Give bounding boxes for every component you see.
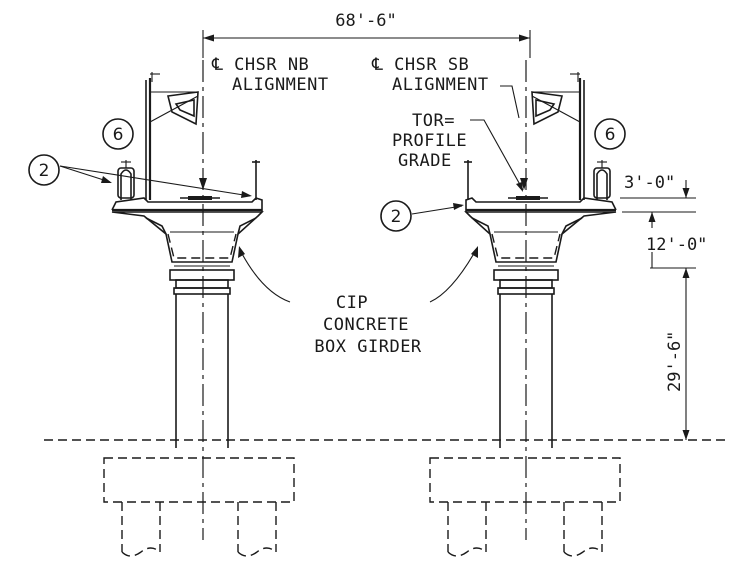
span-dimension-text: 68'-6" <box>335 11 396 31</box>
sb-alignment-line1: ℄ CHSR SB <box>371 55 469 75</box>
span-dimension: 68'-6" <box>202 11 531 58</box>
nb-alignment-line2: ALIGNMENT <box>232 75 329 95</box>
rail-deck-dimension-text: 3'-0" <box>624 173 675 193</box>
nb-alignment-label: ℄ CHSR NB ALIGNMENT <box>211 55 329 95</box>
girder-line1: CIP <box>336 293 368 313</box>
nb-alignment-line1: ℄ CHSR NB <box>211 55 309 75</box>
barrier-callout-right-text: 2 <box>391 207 402 227</box>
ocs-callout-right <box>594 118 626 150</box>
barrier-callout-left <box>28 154 60 186</box>
tor-label: TOR= PROFILE GRADE <box>392 111 524 192</box>
girder-label: CIP CONCRETE BOX GIRDER <box>238 246 478 357</box>
tor-line1: TOR= <box>412 111 455 131</box>
barrier-callout-right <box>380 200 412 232</box>
girder-line3: BOX GIRDER <box>314 337 422 357</box>
girder-depth-dimension-text: 12'-0" <box>646 235 707 255</box>
nb-foundation <box>103 457 295 557</box>
sb-foundation <box>429 457 621 557</box>
column-height-dimension-text: 29'-6" <box>665 331 685 392</box>
nb-structure: 6 2 <box>28 72 264 448</box>
ocs-callout-left <box>102 118 134 150</box>
sb-alignment-label: ℄ CHSR SB ALIGNMENT <box>371 55 489 95</box>
tor-line3: GRADE <box>398 151 452 171</box>
vertical-dimensions: 3'-0" 12'-0" 29'-6" <box>620 173 707 440</box>
girder-line2: CONCRETE <box>323 315 409 335</box>
sb-alignment-line2: ALIGNMENT <box>392 75 489 95</box>
tor-line2: PROFILE <box>392 131 467 151</box>
barrier-callout-left-text: 2 <box>39 161 50 181</box>
ocs-callout-right-text: 6 <box>605 125 616 145</box>
ocs-callout-left-text: 6 <box>113 125 124 145</box>
